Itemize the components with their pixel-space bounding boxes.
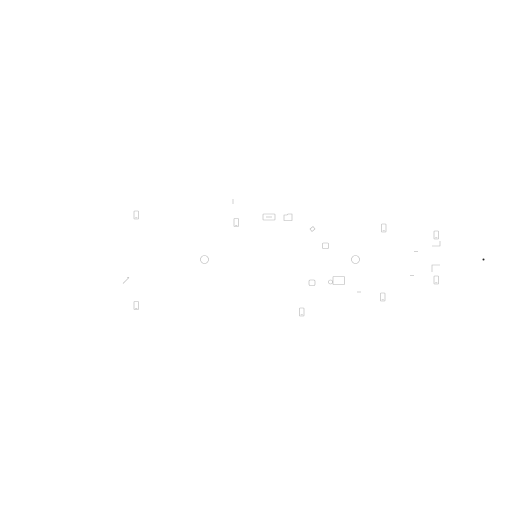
phone-icon	[433, 275, 439, 285]
folder-icon	[283, 213, 293, 221]
phone-icon	[433, 230, 439, 240]
circle-node-icon	[200, 255, 209, 264]
phone-icon	[133, 210, 139, 220]
phone-icon	[380, 292, 386, 302]
bracket-icon	[431, 264, 440, 272]
device-icon	[308, 279, 316, 286]
phone-icon	[299, 307, 305, 317]
device-icon	[322, 242, 329, 249]
bracket-icon	[432, 241, 441, 247]
dot-icon	[482, 258, 485, 261]
tablet-icon	[332, 276, 345, 285]
phone-icon	[381, 223, 387, 233]
phone-icon	[133, 301, 139, 310]
device-icon	[328, 279, 333, 285]
diagonal-arrow-icon	[122, 277, 130, 284]
tablet-icon	[262, 213, 276, 221]
link-icon	[309, 226, 316, 232]
phone-icon	[233, 218, 239, 227]
circle-node-icon	[351, 255, 360, 264]
